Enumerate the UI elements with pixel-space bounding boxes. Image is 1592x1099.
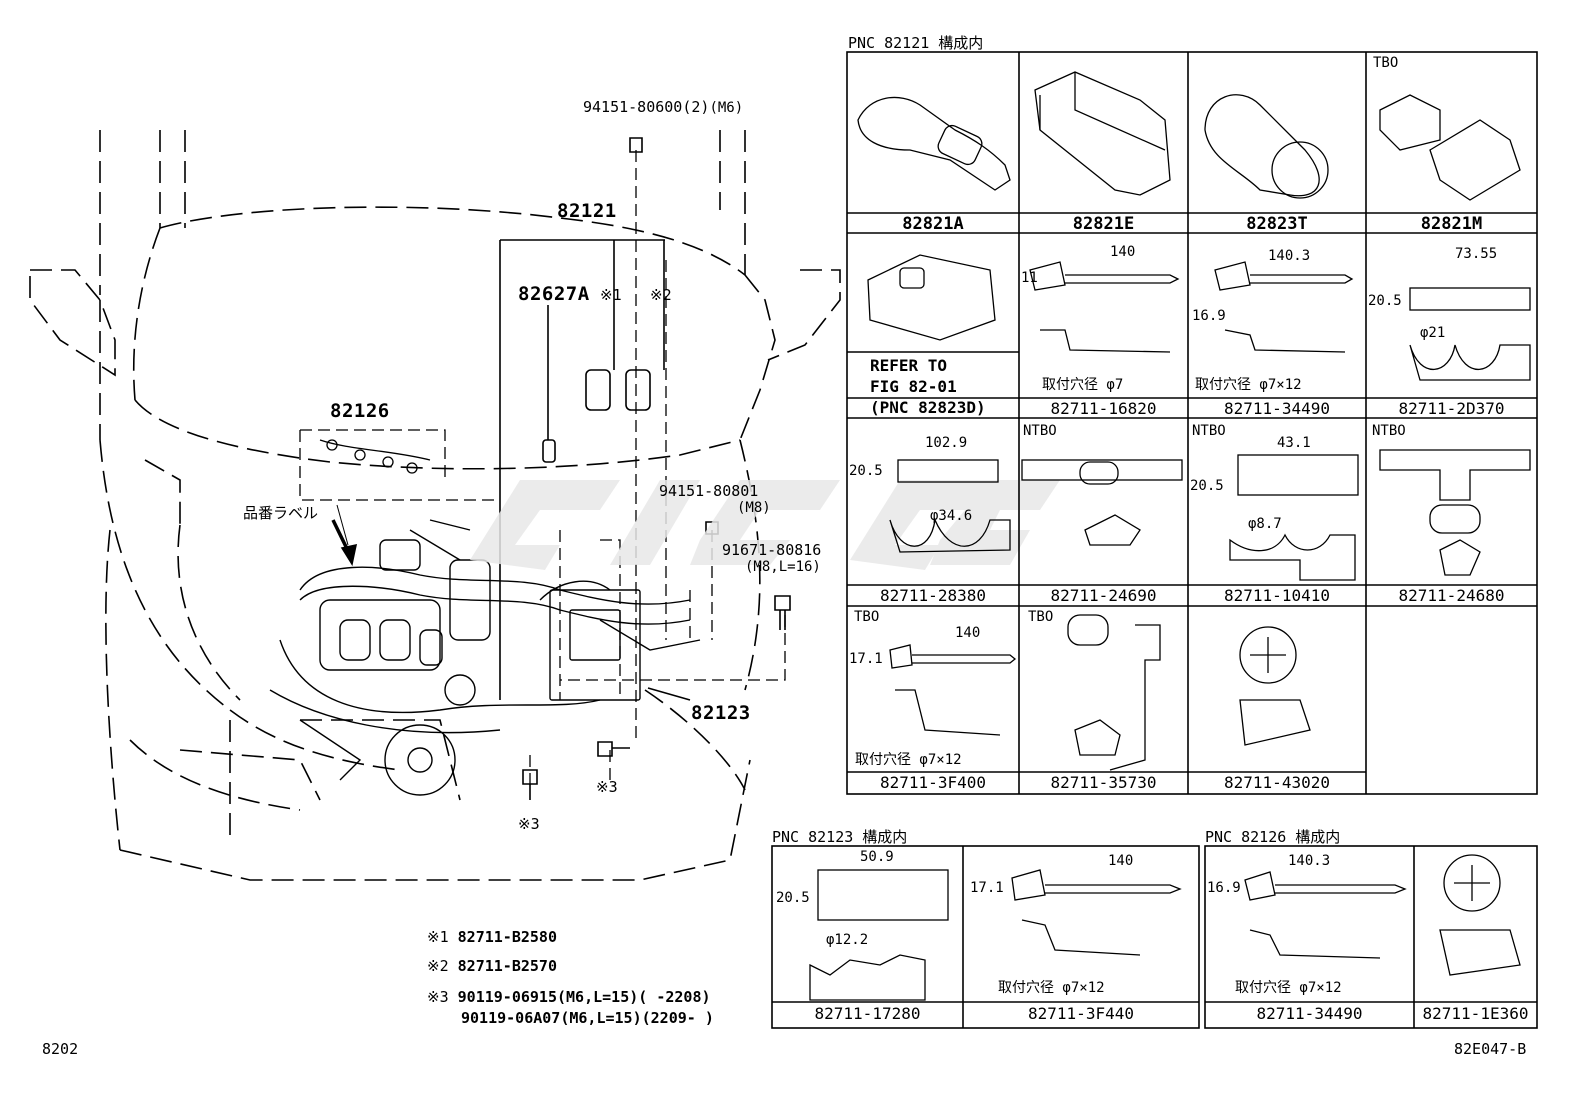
page-code-right: 82E047-B: [1454, 1040, 1527, 1058]
callout-91671-80816-sub: (M8,L=16): [745, 559, 821, 575]
watermark: [470, 480, 1060, 570]
dim-length: 140.3: [1288, 853, 1331, 869]
callout-94151-80600: 94151-80600(2)(M6): [583, 98, 743, 116]
cell-tag: NTBO: [1023, 423, 1057, 439]
callout-mark-2: ※2: [650, 286, 672, 304]
part-number: 82823T: [1246, 214, 1308, 234]
part-number: 82711-24690: [1050, 586, 1157, 605]
cell-tag: NTBO: [1192, 423, 1226, 439]
hole-size: 取付穴径 φ7×12: [1195, 377, 1302, 393]
part-number: 82711-1E360: [1422, 1004, 1529, 1023]
table-82123-title: PNC 82123 構成内: [772, 828, 908, 846]
part-number: 82711-43020: [1224, 773, 1330, 792]
cell-tag: TBO: [1373, 55, 1399, 71]
note-mark: ※3: [427, 988, 449, 1006]
part-number: 82711-17280: [814, 1004, 921, 1023]
callout-part-number: 94151-80600(2): [583, 98, 710, 116]
table-82121-grid: [846, 51, 1538, 795]
note-1: ※1 82711-B2580: [427, 928, 557, 946]
hole-size: 取付穴径 φ7×12: [998, 980, 1105, 996]
dim-height: 20.5: [776, 890, 810, 906]
table-82126-grid: [1204, 845, 1538, 1029]
part-number: 82711-28380: [880, 586, 986, 605]
part-number: 82821M: [1420, 214, 1483, 234]
refer-line: REFER TO: [870, 356, 948, 375]
callout-94151-80801: 94151-80801: [659, 482, 759, 500]
dim-height: 20.5: [1190, 478, 1224, 494]
dim-length: 43.1: [1277, 435, 1311, 451]
part-number: 82711-3F400: [880, 773, 986, 792]
cell-tag: TBO: [1028, 609, 1054, 625]
part-number: 82711-34490: [1224, 399, 1330, 418]
hole-size: 取付穴径 φ7×12: [1235, 980, 1342, 996]
callout-82126: 82126: [330, 400, 390, 422]
note-4: 90119-06A07(M6,L=15)(2209- ): [461, 1009, 714, 1027]
callout-82123: 82123: [691, 702, 751, 724]
callout-part-label: 品番ラベル: [243, 504, 319, 522]
part-number: 82711-35730: [1050, 773, 1157, 792]
dim-height: 16.9: [1192, 308, 1226, 324]
dim-diameter: φ21: [1420, 325, 1446, 341]
dim-height: 20.5: [1368, 293, 1402, 309]
note-text: 90119-06A07(M6,L=15)(2209- ): [461, 1009, 714, 1027]
dim-length: 102.9: [925, 435, 968, 451]
callout-mark-3a: ※3: [596, 778, 618, 796]
note-mark: ※1: [427, 928, 449, 946]
cell-tag: NTBO: [1372, 423, 1406, 439]
engine-harness: [269, 519, 701, 796]
part-number: 82821A: [902, 214, 964, 234]
dim-diameter: φ12.2: [826, 932, 869, 948]
callout-82121: 82121: [557, 200, 617, 222]
dim-height: 16.9: [1207, 880, 1241, 896]
dim-height: 17.1: [970, 880, 1004, 896]
note-text: 82711-B2580: [457, 928, 557, 946]
dim-length: 140.3: [1268, 248, 1311, 264]
callout-94151-80801-sub: (M8): [737, 500, 771, 516]
note-3: ※3 90119-06915(M6,L=15)( -2208): [427, 988, 711, 1006]
note-mark: ※2: [427, 957, 449, 975]
callout-sub: (M6): [709, 100, 744, 116]
note-text: 90119-06915(M6,L=15)( -2208): [457, 988, 711, 1006]
part-number: 82711-2D370: [1398, 399, 1505, 418]
part-number: 82711-10410: [1224, 586, 1330, 605]
hole-size: 取付穴径 φ7×12: [855, 752, 962, 768]
note-text: 82711-B2570: [457, 957, 557, 975]
dim-length: 140: [1110, 244, 1136, 260]
dim-diameter: φ34.6: [930, 508, 973, 524]
cell-tag: TBO: [854, 609, 880, 625]
refer-note: REFER TO FIG 82-01 (PNC 82823D): [870, 355, 986, 418]
table-82123-grid: [771, 845, 1200, 1029]
callout-82627A: 82627A: [518, 283, 590, 305]
dim-height: 17.1: [849, 651, 883, 667]
callout-mark-3b: ※3: [518, 815, 540, 833]
callout-mark-1: ※1: [600, 286, 622, 304]
dim-height: 20.5: [849, 463, 883, 479]
dim-length: 140: [955, 625, 981, 641]
part-illustrations: [809, 71, 1531, 1001]
part-number: 82711-34490: [1256, 1004, 1363, 1023]
hole-size: 取付穴径 φ7: [1042, 377, 1124, 393]
page-code-left: 8202: [42, 1040, 79, 1058]
table-82121-title: PNC 82121 構成内: [848, 34, 984, 52]
callout-91671-80816: 91671-80816: [722, 541, 822, 559]
dim-length: 140: [1108, 853, 1134, 869]
dim-height: 11: [1021, 270, 1038, 286]
refer-line: (PNC 82823D): [870, 398, 986, 417]
dim-diameter: φ8.7: [1248, 516, 1282, 532]
dim-length: 73.55: [1455, 246, 1498, 262]
part-number: 82711-3F440: [1028, 1004, 1134, 1023]
note-2: ※2 82711-B2570: [427, 957, 557, 975]
table-82126-title: PNC 82126 構成内: [1205, 828, 1341, 846]
dim-length: 50.9: [860, 849, 894, 865]
refer-line: FIG 82-01: [870, 377, 957, 396]
vehicle-outline: [29, 130, 841, 881]
part-number: 82821E: [1072, 214, 1135, 234]
part-number: 82711-24680: [1398, 586, 1505, 605]
part-number: 82711-16820: [1050, 399, 1157, 418]
